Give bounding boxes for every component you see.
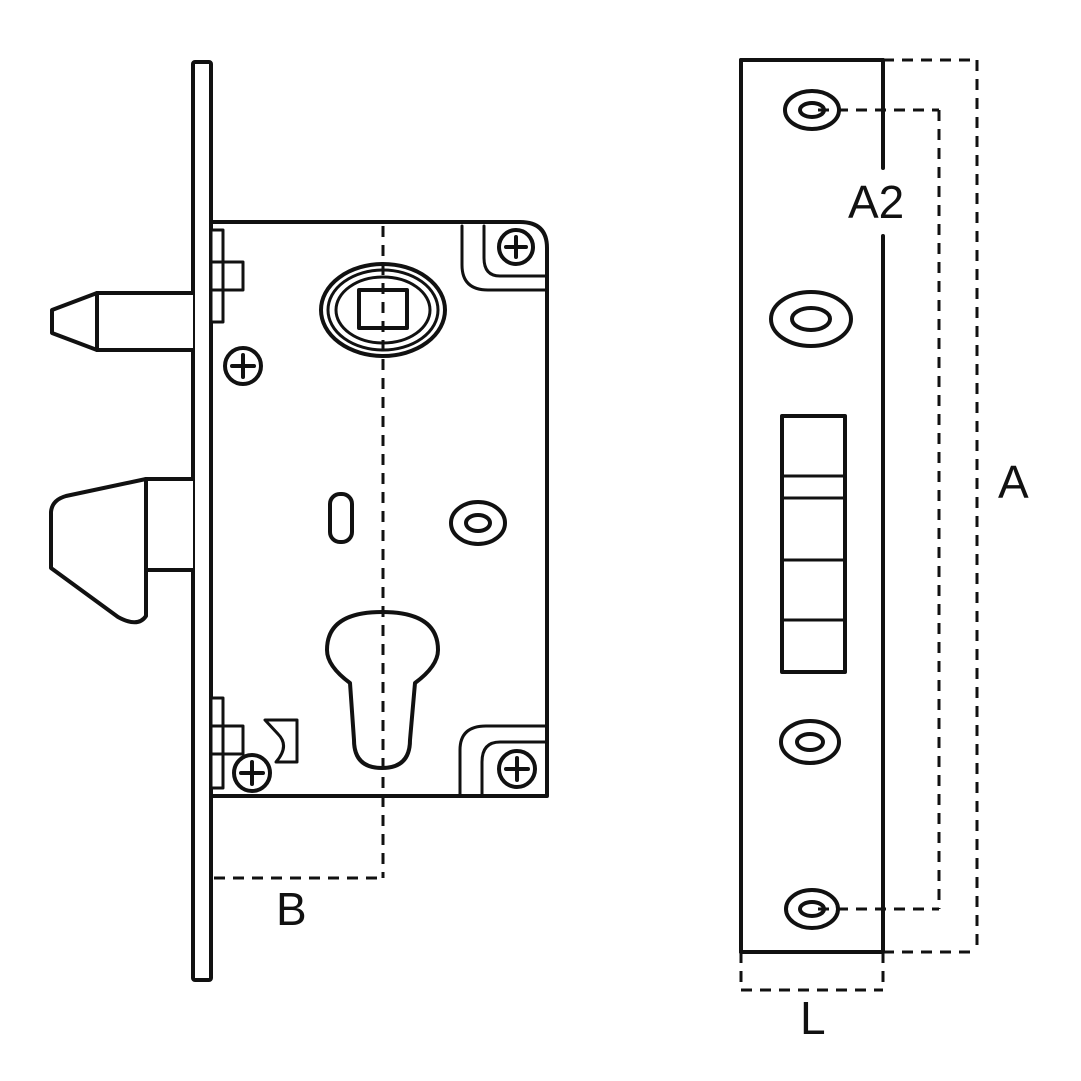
screw-bottom-left — [232, 753, 272, 793]
slot — [328, 492, 354, 544]
hook-opening — [780, 414, 847, 674]
lock-case — [209, 220, 549, 798]
screw-top-right — [497, 228, 535, 266]
screw-hole-top — [783, 89, 841, 131]
hook-bolt — [49, 477, 195, 625]
dim-l-label: L — [800, 992, 826, 1044]
faceplate — [191, 60, 213, 982]
bottom-tab-inner — [209, 724, 245, 756]
corner-bracket-bottom-inner — [480, 740, 547, 796]
corner-bracket-bottom — [458, 724, 547, 796]
screw-bottom-right — [497, 749, 537, 789]
corner-bracket-top-inner — [482, 224, 547, 278]
screw-hole-bottom — [784, 888, 840, 930]
top-tab-inner — [209, 260, 245, 292]
screw-left — [223, 346, 263, 386]
spring-clip — [263, 718, 299, 764]
faceplate-front-view: A2 A L — [739, 58, 1029, 1044]
dim-a2-label: A2 — [848, 176, 904, 228]
dim-b-label: B — [276, 883, 307, 935]
latch-bolt — [50, 291, 195, 352]
ring-right — [449, 500, 507, 546]
lock-side-view: B — [49, 60, 549, 982]
ring-lower — [779, 719, 841, 765]
corner-bracket-top — [460, 224, 547, 292]
latch-opening — [769, 290, 853, 348]
dim-a-label: A — [998, 456, 1029, 508]
